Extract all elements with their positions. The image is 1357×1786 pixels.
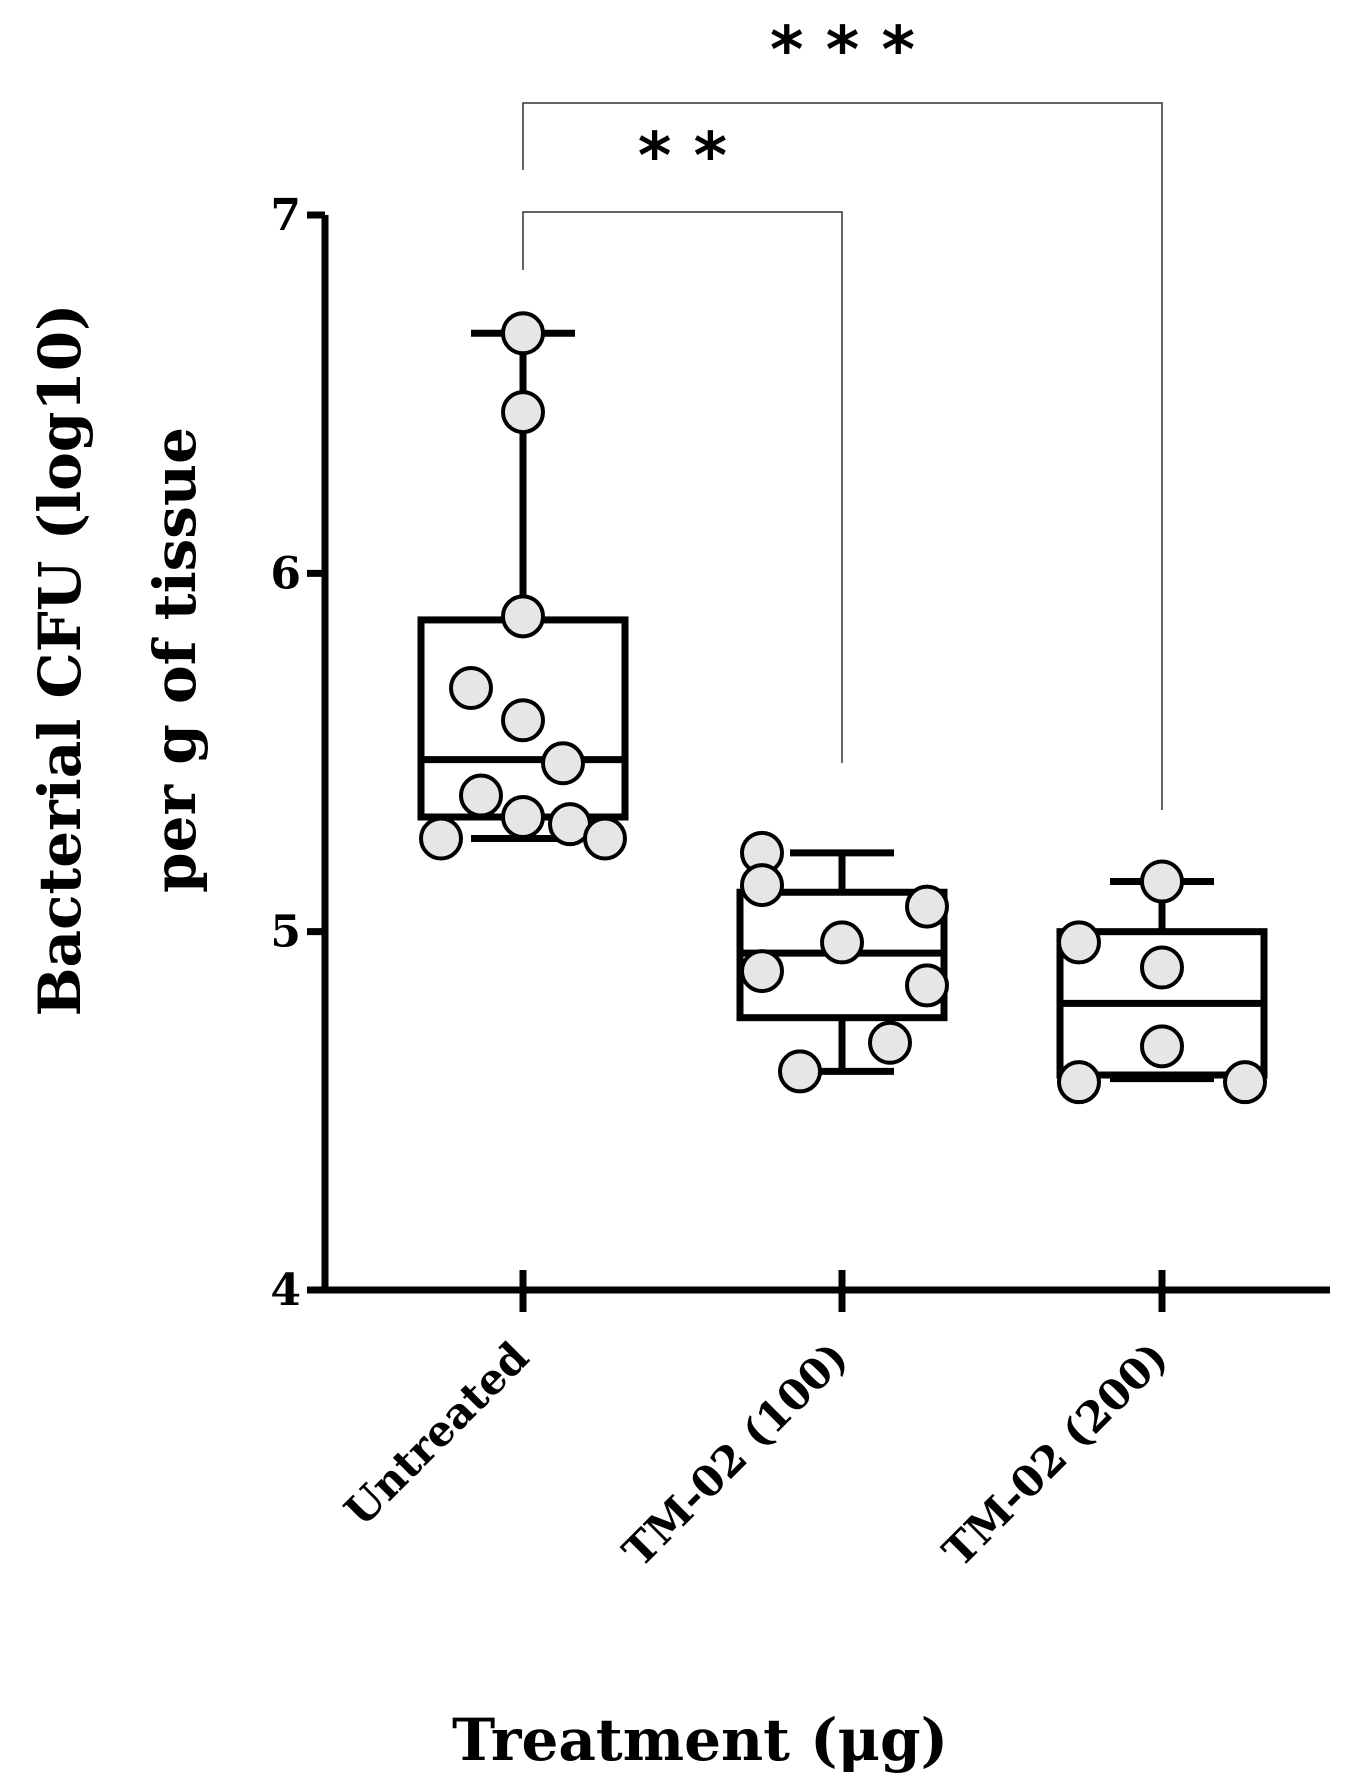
y-tick-label: 4 bbox=[270, 1265, 301, 1316]
data-point bbox=[449, 666, 493, 710]
data-point bbox=[905, 963, 949, 1008]
data-point bbox=[905, 884, 949, 929]
significance-label: * * bbox=[638, 120, 727, 194]
x-tick-label: TM-02 (100) bbox=[613, 1332, 857, 1576]
data-point bbox=[778, 1049, 822, 1094]
axis-labels: Bacterial CFU (log10) per g of tissue Tr… bbox=[26, 304, 948, 1775]
data-point bbox=[501, 311, 545, 356]
y-axis-title-line1: Bacterial CFU (log10) bbox=[26, 304, 94, 1017]
data-point bbox=[501, 795, 545, 839]
data-point bbox=[501, 698, 545, 743]
data-point bbox=[1057, 1060, 1101, 1105]
data-point bbox=[1140, 945, 1184, 990]
data-point bbox=[740, 863, 784, 908]
box-2 bbox=[1056, 878, 1268, 1083]
data-point bbox=[459, 773, 503, 818]
data-point bbox=[419, 816, 463, 861]
data-point bbox=[1223, 1060, 1267, 1105]
y-tick-label: 6 bbox=[270, 548, 301, 599]
x-tick-label: Untreated bbox=[335, 1332, 538, 1535]
significance-bracket bbox=[522, 211, 843, 763]
y-axis-title-line2: per g of tissue bbox=[141, 427, 209, 893]
data-point bbox=[1057, 920, 1101, 965]
data-point bbox=[541, 741, 585, 786]
x-tick-label: TM-02 (200) bbox=[933, 1332, 1177, 1576]
data-point bbox=[583, 816, 627, 861]
data-point bbox=[1140, 859, 1184, 904]
data-point bbox=[501, 594, 545, 639]
data-point bbox=[501, 390, 545, 435]
x-axis-title: Treatment (μg) bbox=[452, 1706, 948, 1774]
significance-brackets: * * * * * bbox=[522, 14, 1163, 810]
data-point bbox=[820, 920, 864, 965]
y-tick-label: 5 bbox=[270, 907, 301, 958]
significance-label: * * * bbox=[770, 14, 915, 88]
data-points bbox=[419, 311, 1267, 1105]
data-point bbox=[740, 949, 784, 994]
significance-bracket bbox=[522, 102, 1163, 810]
data-point bbox=[1140, 1024, 1184, 1069]
data-point bbox=[868, 1020, 912, 1065]
y-tick-label: 7 bbox=[270, 190, 301, 241]
